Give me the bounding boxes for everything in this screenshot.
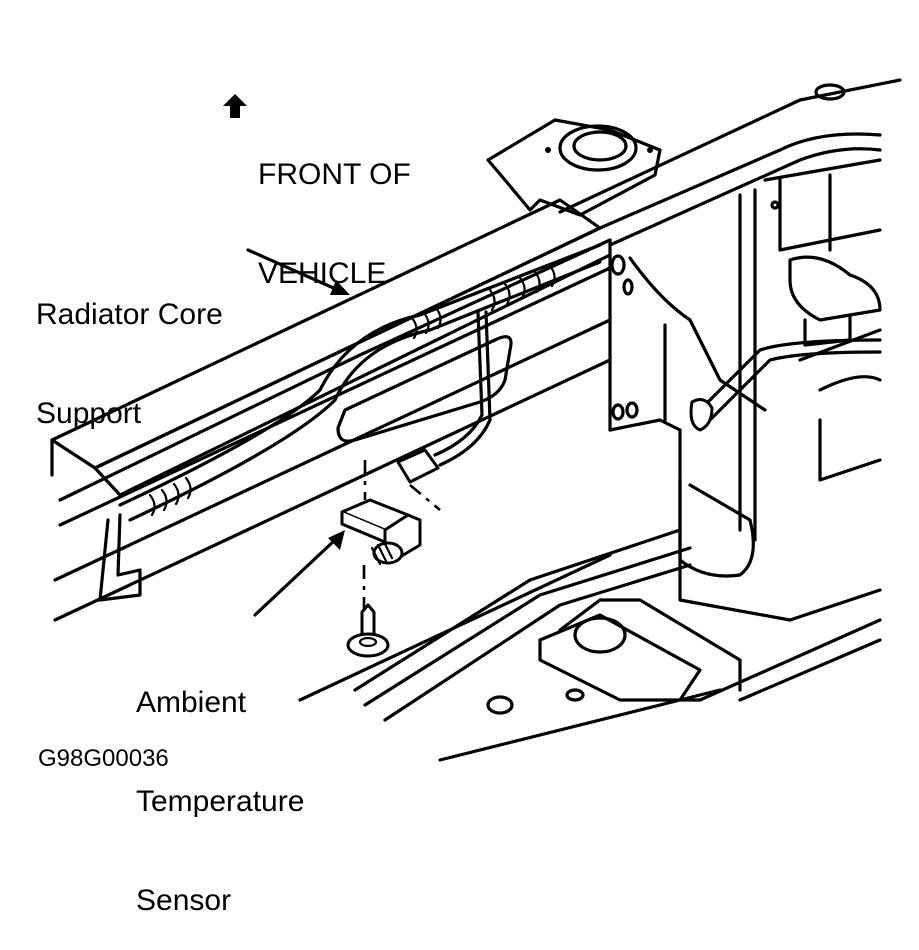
ambient-temperature-sensor (340, 460, 441, 610)
front-of-vehicle-label: FRONT OF VEHICLE (258, 92, 411, 323)
side-frame-structure (608, 158, 882, 622)
ambient-sensor-line1: Ambient (136, 686, 247, 719)
up-arrow-icon (223, 94, 247, 118)
upper-mount-bracket (486, 78, 902, 247)
figure-id: G98G00036 (38, 745, 169, 772)
radiator-core-support (50, 198, 612, 702)
radiator-core-support-line2: Support (36, 397, 142, 430)
mounting-screw (346, 603, 390, 658)
ambient-sensor-leader (253, 530, 345, 617)
ambient-temperature-sensor-label: Ambient Temperature Sensor (136, 620, 304, 950)
harness-tape-bands (148, 264, 556, 517)
technical-illustration (50, 78, 902, 762)
front-of-vehicle-line1: FRONT OF (258, 158, 411, 191)
front-of-vehicle-line2: VEHICLE (258, 257, 387, 290)
floor-pan (353, 528, 882, 762)
right-harness (689, 338, 882, 432)
ambient-sensor-line3: Sensor (136, 884, 232, 917)
radiator-core-support-label: Radiator Core Support (36, 232, 223, 463)
sensor-harness (396, 310, 492, 484)
ambient-sensor-line2: Temperature (136, 785, 305, 818)
radiator-core-support-leader (246, 248, 350, 295)
radiator-core-support-line1: Radiator Core (36, 298, 223, 331)
